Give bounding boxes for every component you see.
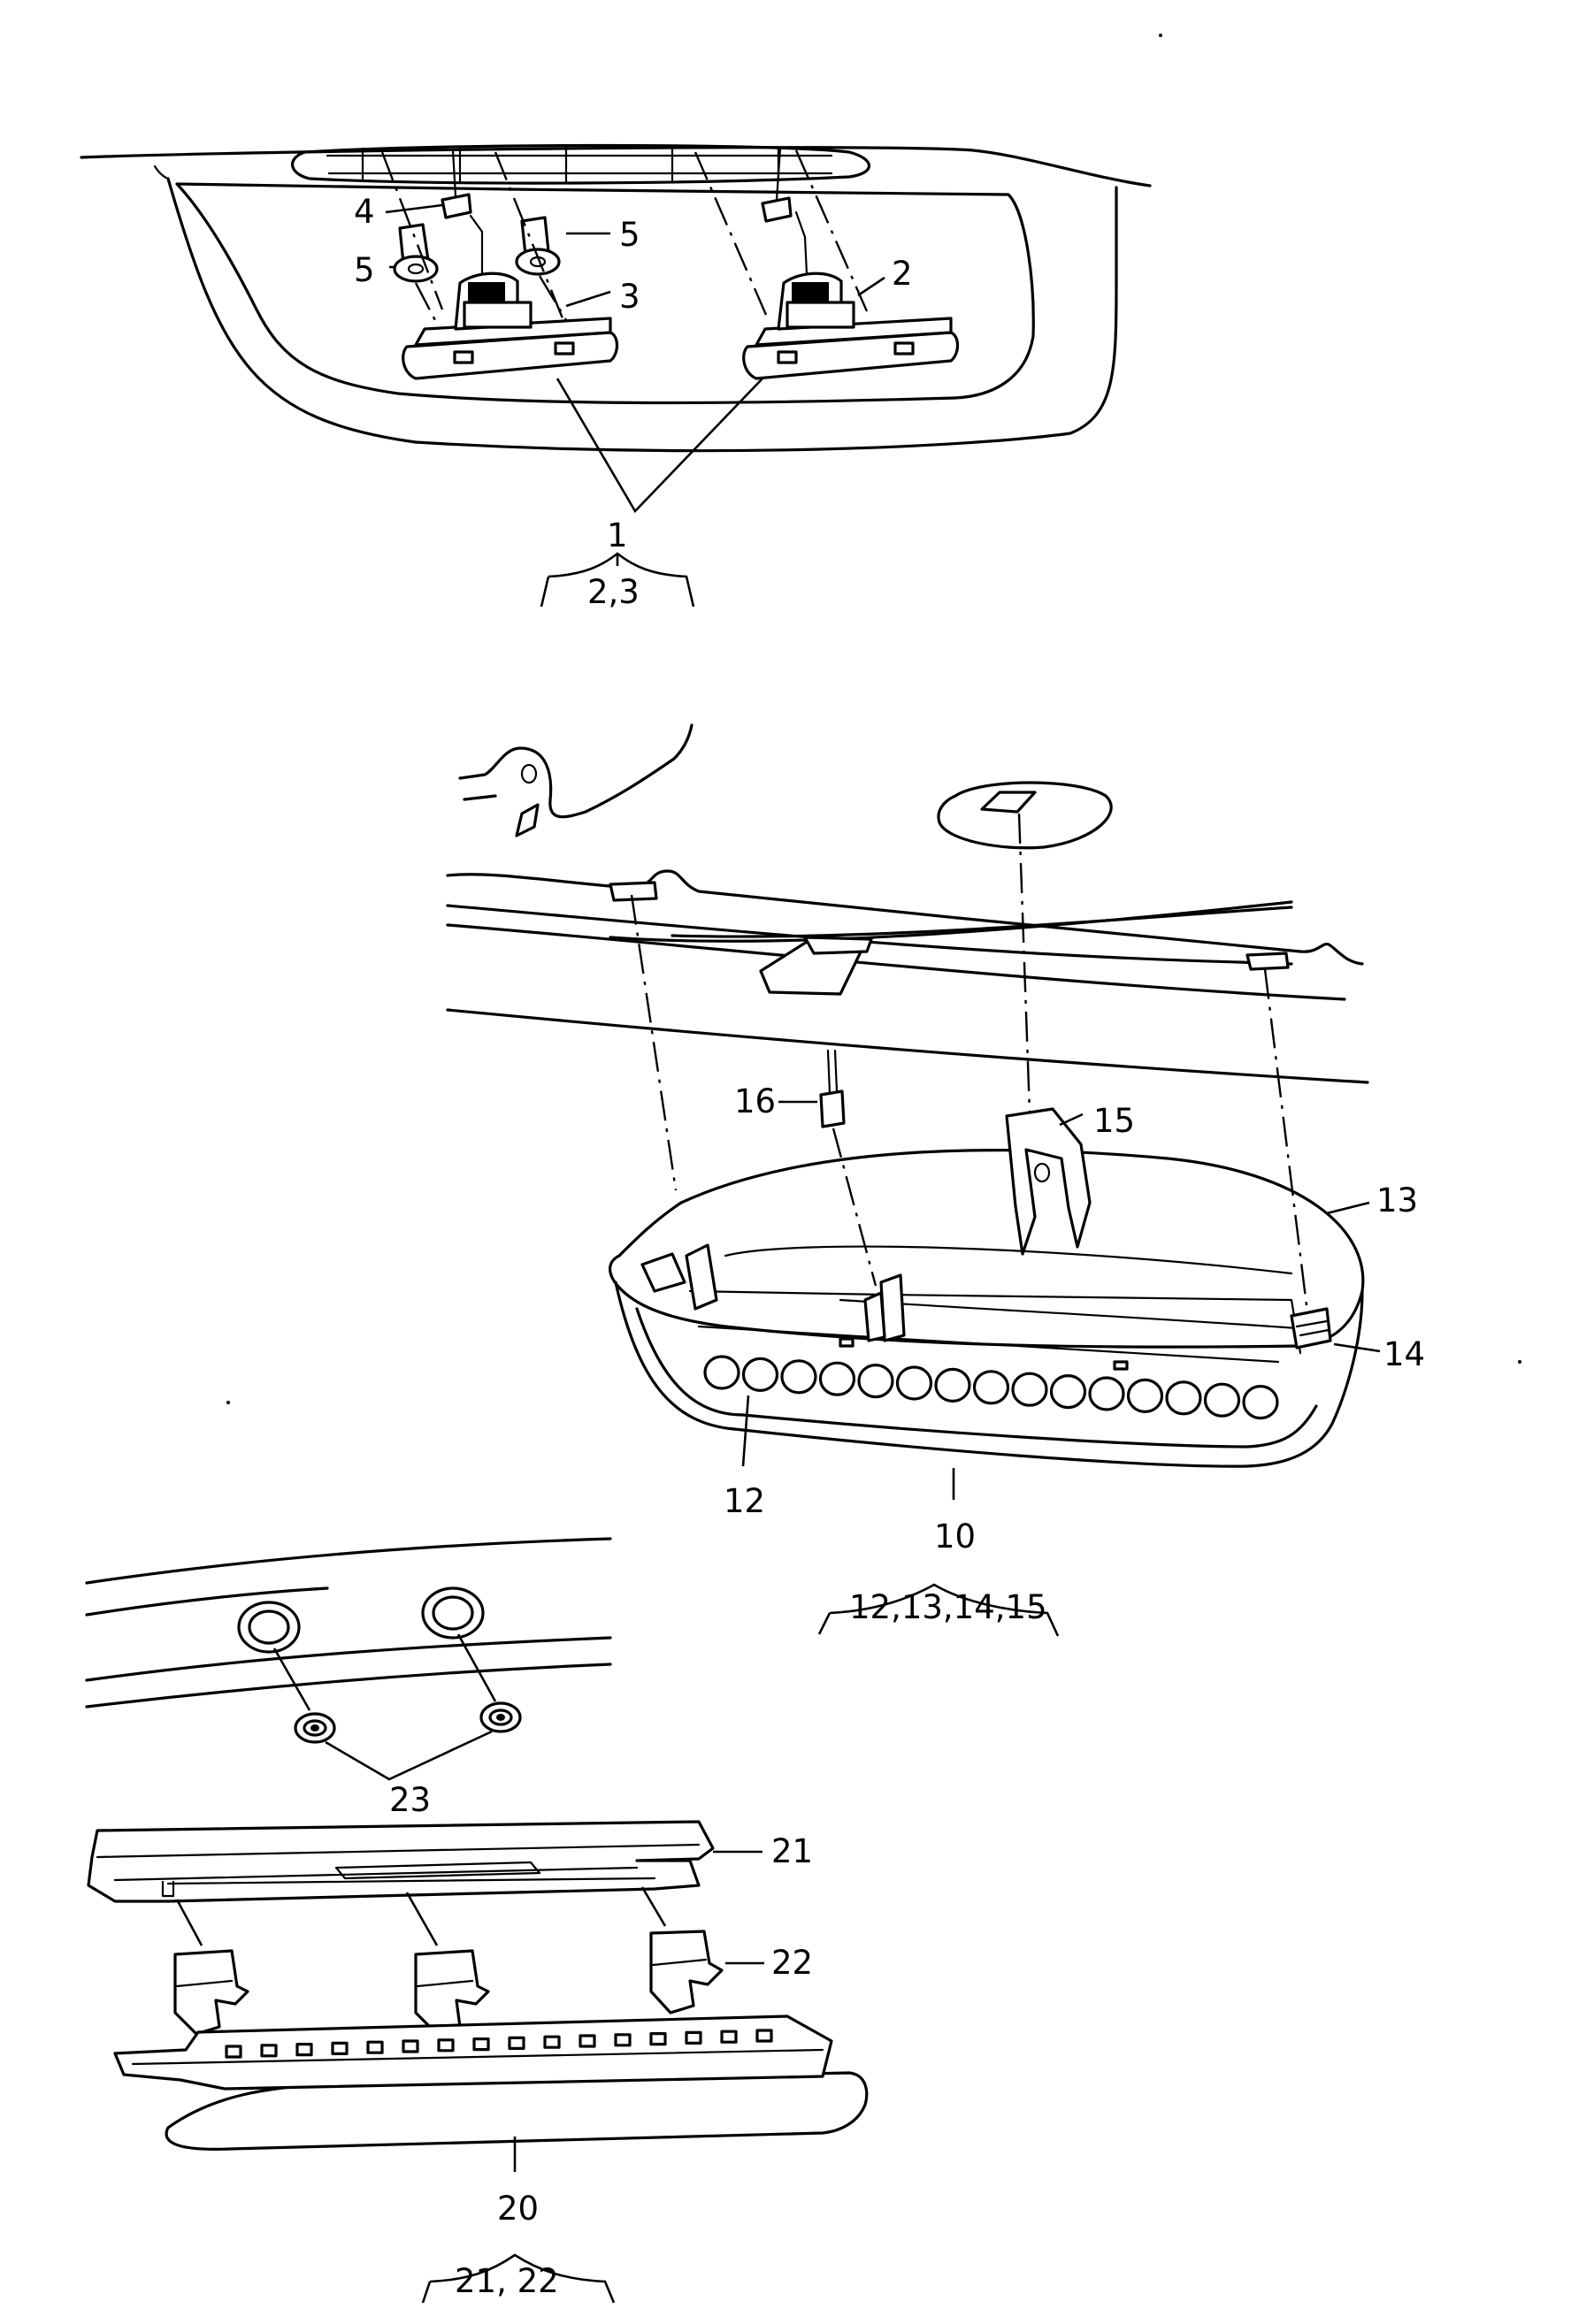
- led-14: [1203, 1382, 1241, 1418]
- callout-4: 4: [354, 193, 375, 231]
- led-3: [780, 1359, 817, 1395]
- spoiler-panel: [85, 1537, 612, 1585]
- spoiler-slot-15: [720, 2030, 738, 2044]
- group-middle-brake-light: 16 15 13 14 12 10 12,13,14,15: [446, 723, 1425, 1637]
- spoiler-slot-14: [685, 2030, 702, 2045]
- led-4: [818, 1361, 856, 1396]
- roof-edge: [446, 869, 1364, 966]
- licence-light-left: [402, 214, 619, 380]
- handle-recess: [291, 143, 870, 185]
- clip-left: [393, 223, 439, 283]
- led-5: [857, 1363, 894, 1399]
- clip-22-middle: [414, 1949, 490, 2036]
- callout-22: 22: [771, 1944, 813, 1982]
- connector-right: [761, 196, 793, 223]
- bracket-15: [1005, 1107, 1092, 1256]
- led-2: [741, 1357, 779, 1393]
- led-6: [895, 1365, 933, 1401]
- callout-10: 10: [934, 1517, 976, 1556]
- callout-23: 23: [389, 1781, 431, 1819]
- callout-14: 14: [1383, 1335, 1425, 1373]
- spoiler-assembly-20: [165, 2071, 869, 2151]
- spoiler-slot-5: [366, 2040, 384, 2054]
- spoiler-slot-4: [331, 2041, 349, 2055]
- roof-pad: [937, 781, 1113, 850]
- callout-20: 20: [497, 2190, 539, 2228]
- spoiler-slot-16: [755, 2029, 773, 2043]
- spoiler-slot-6: [402, 2039, 419, 2053]
- connector-16: [819, 1089, 846, 1128]
- led-15: [1242, 1384, 1279, 1420]
- tailgate-outline: [80, 146, 1152, 187]
- group-bottom-spoiler: 23 21 22 20 21, 22: [85, 1537, 869, 2304]
- spoiler-slot-11: [579, 2034, 596, 2048]
- callout-5-right: 5: [619, 216, 640, 254]
- spoiler-slot-8: [472, 2037, 490, 2052]
- callout-13: 13: [1376, 1181, 1418, 1219]
- callout-21: 21: [771, 1832, 813, 1870]
- callout-3: 3: [619, 278, 640, 316]
- spoiler-slot-2: [260, 2044, 278, 2058]
- grommet-right: [479, 1701, 522, 1733]
- spoiler-slot-13: [649, 2032, 667, 2046]
- trim-strip-21: [87, 1820, 715, 1903]
- led-8: [972, 1370, 1010, 1405]
- body-panel: [458, 723, 694, 819]
- led-10: [1049, 1373, 1087, 1410]
- group-top-licence-lights: 4 5 5 3 2 1 2,3: [80, 143, 1152, 611]
- led-1: [703, 1355, 740, 1390]
- assembly-label-bottom: 21, 22: [455, 2262, 559, 2300]
- led-12: [1126, 1378, 1164, 1414]
- spoiler-slot-12: [614, 2033, 632, 2047]
- licence-light-right: [742, 210, 960, 380]
- led-row: [703, 1355, 1279, 1420]
- clip-14: [1290, 1307, 1332, 1349]
- callout-5-left: 5: [354, 251, 375, 289]
- clip-22-right: [649, 1930, 724, 2014]
- led-9: [1011, 1372, 1048, 1407]
- spoiler-slots: [225, 2029, 773, 2059]
- callout-15: 15: [1093, 1102, 1135, 1140]
- clip-right: [515, 216, 561, 276]
- grommet-left: [294, 1712, 336, 1744]
- callout-1: 1: [607, 516, 628, 554]
- callout-12: 12: [724, 1482, 765, 1520]
- spoiler-slot-1: [225, 2045, 242, 2059]
- led-11: [1088, 1376, 1125, 1411]
- callout-16: 16: [734, 1082, 776, 1120]
- led-13: [1165, 1380, 1202, 1416]
- spoiler-slot-3: [295, 2043, 313, 2057]
- clip-22-left: [173, 1949, 249, 2036]
- spoiler-slot-9: [508, 2036, 525, 2050]
- led-7: [934, 1367, 971, 1403]
- spoiler-slot-7: [437, 2038, 455, 2053]
- spoiler-slot-10: [543, 2035, 561, 2049]
- callout-2: 2: [892, 255, 913, 293]
- assembly-label-top: 2,3: [587, 573, 640, 611]
- assembly-label-middle: 12,13,14,15: [849, 1588, 1047, 1626]
- connector-left: [441, 193, 472, 219]
